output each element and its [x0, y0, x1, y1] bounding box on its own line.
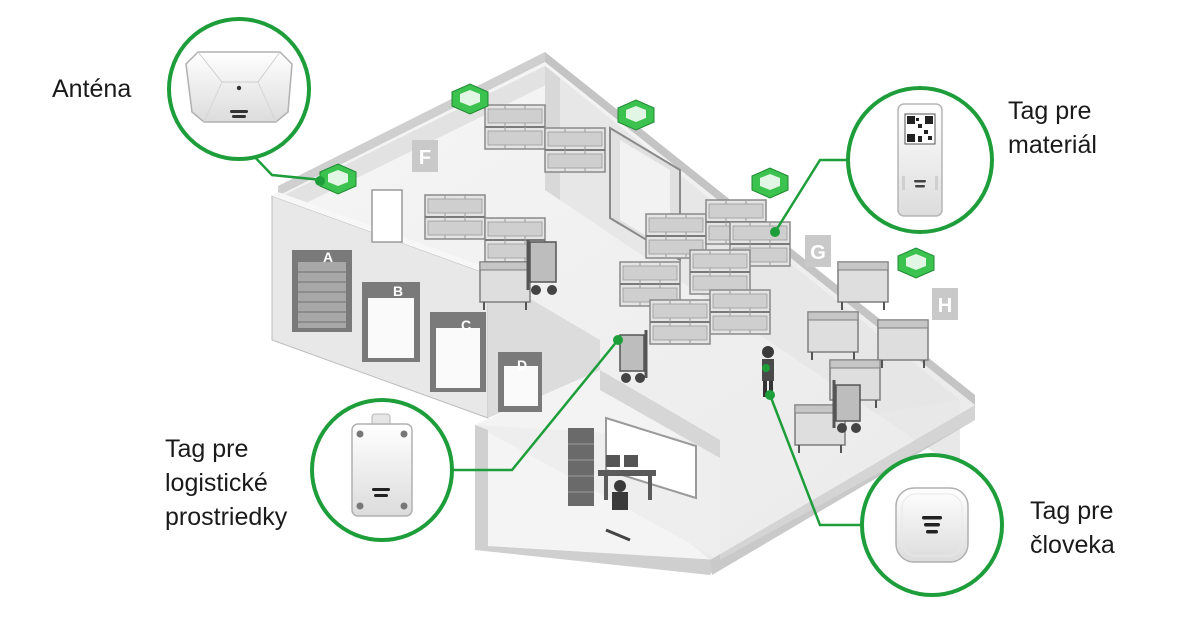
forklift — [526, 240, 557, 295]
antenna-label: Anténa — [52, 72, 131, 106]
logistics-tag-label-line2: logistické — [165, 469, 268, 497]
material-connector — [773, 158, 850, 233]
worker-figure — [762, 346, 774, 397]
person-connector — [768, 394, 862, 527]
control-office — [568, 416, 697, 542]
dock-label-c: C — [461, 317, 471, 333]
warehouse-floor-plan: A B C D F G H — [271, 52, 975, 575]
material-tag-label-line2: materiál — [1008, 131, 1097, 159]
dock-door-d — [498, 352, 542, 412]
forklift — [832, 380, 861, 433]
material-tag-label: Tag pre materiál — [1008, 94, 1097, 162]
logistics-tag-label: Tag pre logistické prostriedky — [165, 432, 287, 534]
zone-label-g: G — [810, 242, 826, 264]
zone-label-f: F — [419, 147, 431, 169]
person-tag-label-line1: Tag pre — [1030, 497, 1114, 525]
material-tag-callout — [846, 86, 994, 234]
dock-door-a — [292, 250, 352, 332]
person-tag-label: Tag pre človeka — [1030, 494, 1115, 562]
logistics-tag-label-line1: Tag pre — [165, 435, 249, 463]
zone-label-h: H — [938, 295, 952, 317]
antenna-label-line1: Anténa — [52, 75, 132, 103]
ceiling-antenna-icon — [185, 51, 293, 123]
logistics-tag-callout — [310, 398, 454, 542]
logistics-tag-icon — [351, 413, 413, 517]
dock-label-b: B — [393, 283, 403, 299]
dock-label-a: A — [323, 249, 333, 265]
logistics-tag-label-line3: prostriedky — [165, 503, 288, 531]
material-tag-label-line1: Tag pre — [1008, 97, 1092, 125]
material-tag-qr-icon — [897, 103, 943, 217]
wearable-tag-icon — [895, 487, 969, 563]
dock-door-b — [362, 282, 420, 362]
logistics-connector — [448, 339, 619, 472]
dock-label-d: D — [517, 357, 527, 373]
antenna-callout — [167, 17, 311, 161]
person-tag-callout — [860, 453, 1004, 597]
person-tag-label-line2: človeka — [1030, 531, 1115, 559]
zone-sign-f — [412, 140, 438, 172]
dock-door-c — [430, 312, 486, 392]
forklift — [619, 330, 648, 383]
zone-sign-h — [932, 288, 958, 320]
zone-sign-g — [805, 235, 831, 267]
side-door — [371, 189, 403, 243]
